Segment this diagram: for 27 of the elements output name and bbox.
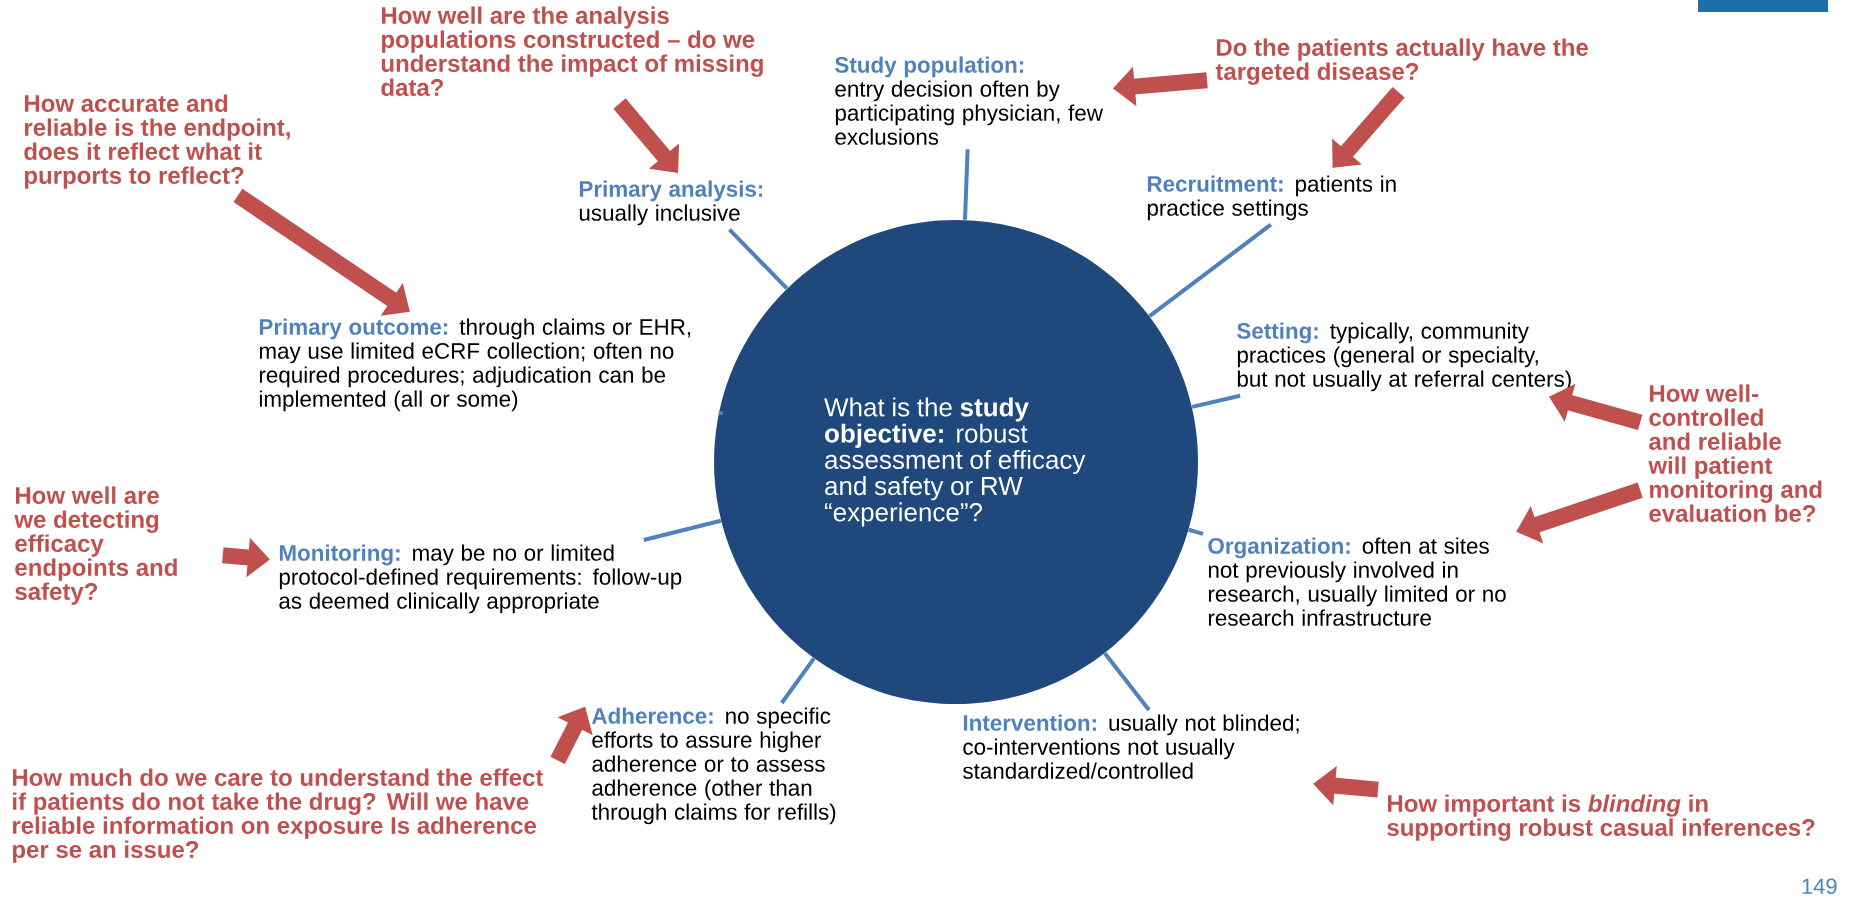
spoke-line: [728, 228, 789, 290]
topic-text: Intervention: usually not blinded; co-interventions not usually standardized/controlled: [963, 714, 1299, 779]
topic-text: Monitoring: may be no or limited protocol-defined requirements: follow-up as deemed clinically appropriate: [279, 544, 682, 614]
spoke-line: [718, 410, 724, 416]
question-text: Do the patients actually have the targeted disease?: [1215, 38, 1588, 85]
question-text: How much do we care to understand the effect if patients do not take the drug? Will we have reliable information on exposure Is adherence per se an issue?: [12, 768, 544, 863]
question-text: How important is blinding in supporting robust casual inferences?: [1387, 794, 1815, 841]
topic-text: Setting: typically, community practices (general or specialty, but not usually at referral centers): [1237, 322, 1571, 392]
spoke-line: [1188, 527, 1204, 536]
spoke-line: [1148, 223, 1273, 318]
topic-text: Primary outcome: through claims or EHR, may use limited eCRF collection; often no required procedures; adjudication can be implemented (all or some): [259, 318, 691, 412]
topic-text: Recruitment: patients in practice settings: [1147, 175, 1396, 221]
question-text: How well-controlled and reliable will patient monitoring and evaluation be?: [1648, 384, 1822, 522]
block-arrow: [1332, 87, 1405, 168]
question-text: How accurate and reliable is the endpoint, does it reflect what it purports to reflect?: [24, 94, 290, 189]
spoke-line: [780, 657, 816, 705]
spoke-line: [643, 518, 722, 542]
block-arrow: [613, 98, 680, 173]
question-text: How well are we detecting efficacy endpoints and safety?: [14, 486, 177, 605]
topic-text: Adherence: no specific efforts to assure higher adherence or to assess adherence (other than through claims for refills): [591, 707, 836, 825]
spoke-line: [963, 149, 970, 220]
topic-text: Organization: often at sites not previously involved in research, usually limited or no research infrastructure: [1208, 537, 1506, 626]
spoke-line: [1191, 393, 1241, 409]
page-number: 149: [1802, 878, 1837, 894]
topic-text: Study population: entry decision often by participating physician, few exclusions: [835, 56, 1103, 145]
question-text: How well are the analysis populations constructed – do we understand the impact of missing data?: [381, 6, 763, 96]
spoke-line: [1103, 652, 1151, 712]
